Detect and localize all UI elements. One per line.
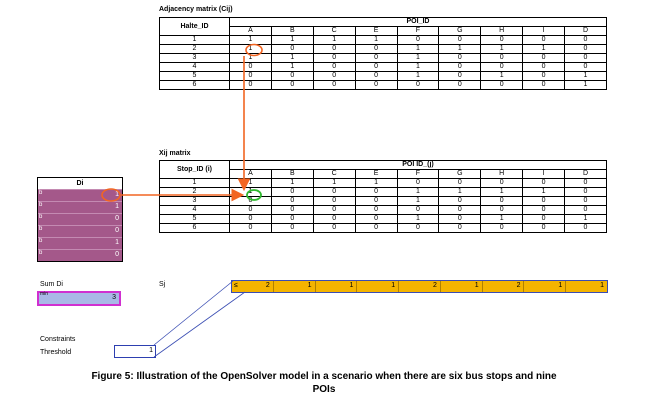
sj-value: 2 [265,282,270,289]
sj-cell[interactable]: 1 [524,281,567,292]
sj-value: 2 [433,282,437,289]
di-cell-value: 1 [115,239,119,246]
sum-di-value: 3 [112,294,116,301]
sj-cell[interactable]: 1 [566,281,607,292]
di-cell-label: b [39,190,43,196]
di-cell-value: 0 [115,215,119,222]
di-header: Di [38,178,122,189]
di-row1-highlight [101,188,121,202]
figure-caption-line2: POIs [312,384,336,395]
adj-a1-highlight [245,43,263,57]
di-cell-label: b [39,226,43,232]
sum-di-min: min [40,291,49,297]
sj-cell[interactable]: ≤2 [232,281,274,292]
threshold-input[interactable]: 1 [114,345,156,358]
sj-cell[interactable]: 1 [441,281,483,292]
sj-value: 1 [307,282,312,289]
sj-value: 1 [600,282,605,289]
threshold-link-2 [153,291,246,358]
di-cell-label: b [39,250,43,256]
sj-value: 1 [391,282,396,289]
di-cell-label: b [39,214,43,220]
di-cell-label: b [39,238,43,244]
sj-prefix: ≤ [234,282,238,289]
xij-row-id: 6 [159,223,230,233]
sj-value: 1 [558,282,563,289]
sj-value: 1 [349,282,354,289]
adjacency-title: Adjacency matrix (Cij) [159,6,233,13]
xij-a1-highlight [246,189,262,201]
threshold-value: 1 [149,347,153,354]
xij-cell[interactable]: 0 [564,223,607,233]
di-cell-value: 1 [115,191,119,198]
sj-cell[interactable]: 2 [483,281,525,292]
sj-cell[interactable]: 1 [316,281,358,292]
threshold-link-1 [153,280,234,346]
sj-bar: ≤2 1 1 1 2 1 2 1 1 [231,280,608,293]
sum-di-label: Sum Di [40,281,63,288]
adjacency-cell[interactable]: 1 [564,80,607,90]
xij-title: Xij matrix [159,150,191,157]
sj-cell[interactable]: 2 [399,281,441,292]
di-cell-value: 1 [115,203,119,210]
sj-cell[interactable]: 1 [357,281,400,292]
sj-cell[interactable]: 1 [274,281,316,292]
di-cell-value: 0 [115,251,119,258]
sum-di-box[interactable]: min 3 [37,291,121,306]
sj-value: 1 [474,282,479,289]
sj-value: 2 [516,282,521,289]
di-cell-value: 0 [115,227,119,234]
di-cell-label: b [39,202,43,208]
adjacency-row-id: 6 [159,80,230,90]
constraints-label: Constraints [40,336,76,343]
threshold-label: Threshold [40,349,72,356]
sj-label: Sj [159,281,166,288]
figure-caption-line1: Figure 5: Illustration of the OpenSolver… [91,371,557,382]
